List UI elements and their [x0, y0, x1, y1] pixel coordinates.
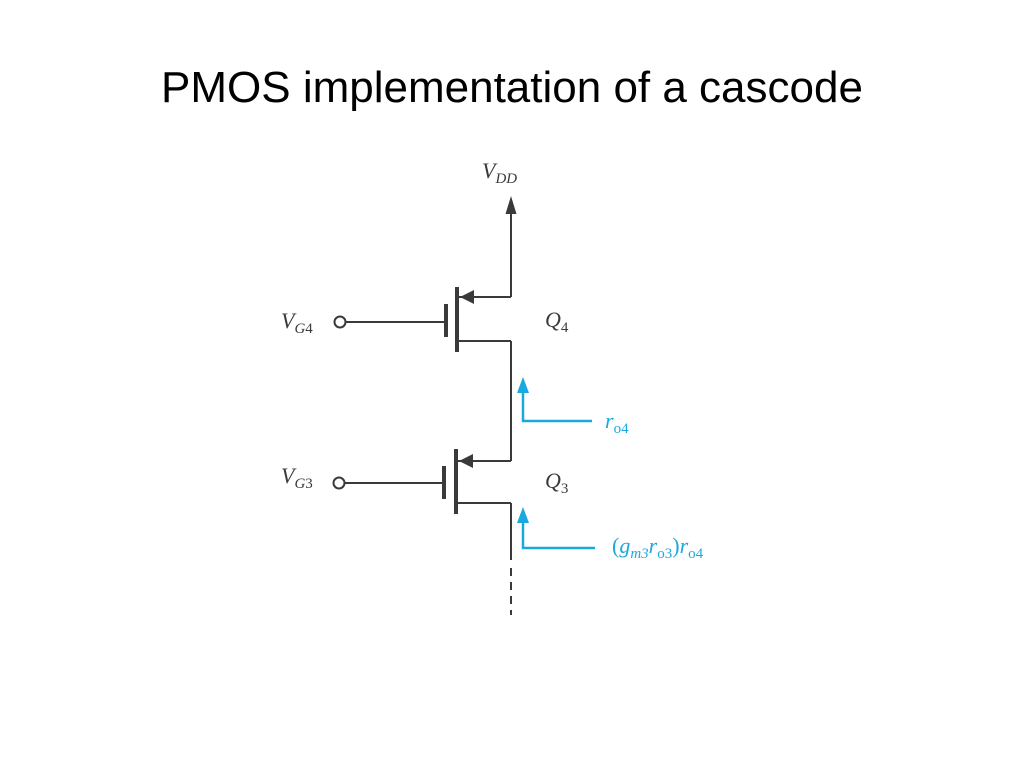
vg4-label: VG4: [281, 308, 313, 337]
transistor-q3: VG3 Q3: [281, 449, 568, 514]
cascode-arrowhead: [517, 507, 529, 523]
vdd-label: VDD: [482, 158, 517, 187]
cascode-output-resistance-annotation: (gm3ro3)ro4: [517, 507, 704, 562]
vdd-supply: VDD: [482, 158, 517, 297]
vg3-label: VG3: [281, 463, 313, 492]
q4-source-arrow: [460, 290, 474, 304]
q3-label: Q3: [545, 468, 568, 497]
vdd-arrowhead: [505, 196, 517, 214]
ro4-label: ro4: [605, 408, 629, 437]
ro4-annotation: ro4: [517, 377, 629, 437]
slide-title: PMOS implementation of a cascode: [161, 63, 863, 112]
q3-source-arrow: [459, 454, 473, 468]
cascode-resistance-label: (gm3ro3)ro4: [612, 533, 704, 562]
transistor-q4: VG4 Q4: [281, 287, 569, 352]
q3-gate-terminal: [332, 476, 346, 490]
q4-gate-terminal: [333, 315, 347, 329]
ro4-arrowhead: [517, 377, 529, 393]
q4-label: Q4: [545, 307, 569, 336]
